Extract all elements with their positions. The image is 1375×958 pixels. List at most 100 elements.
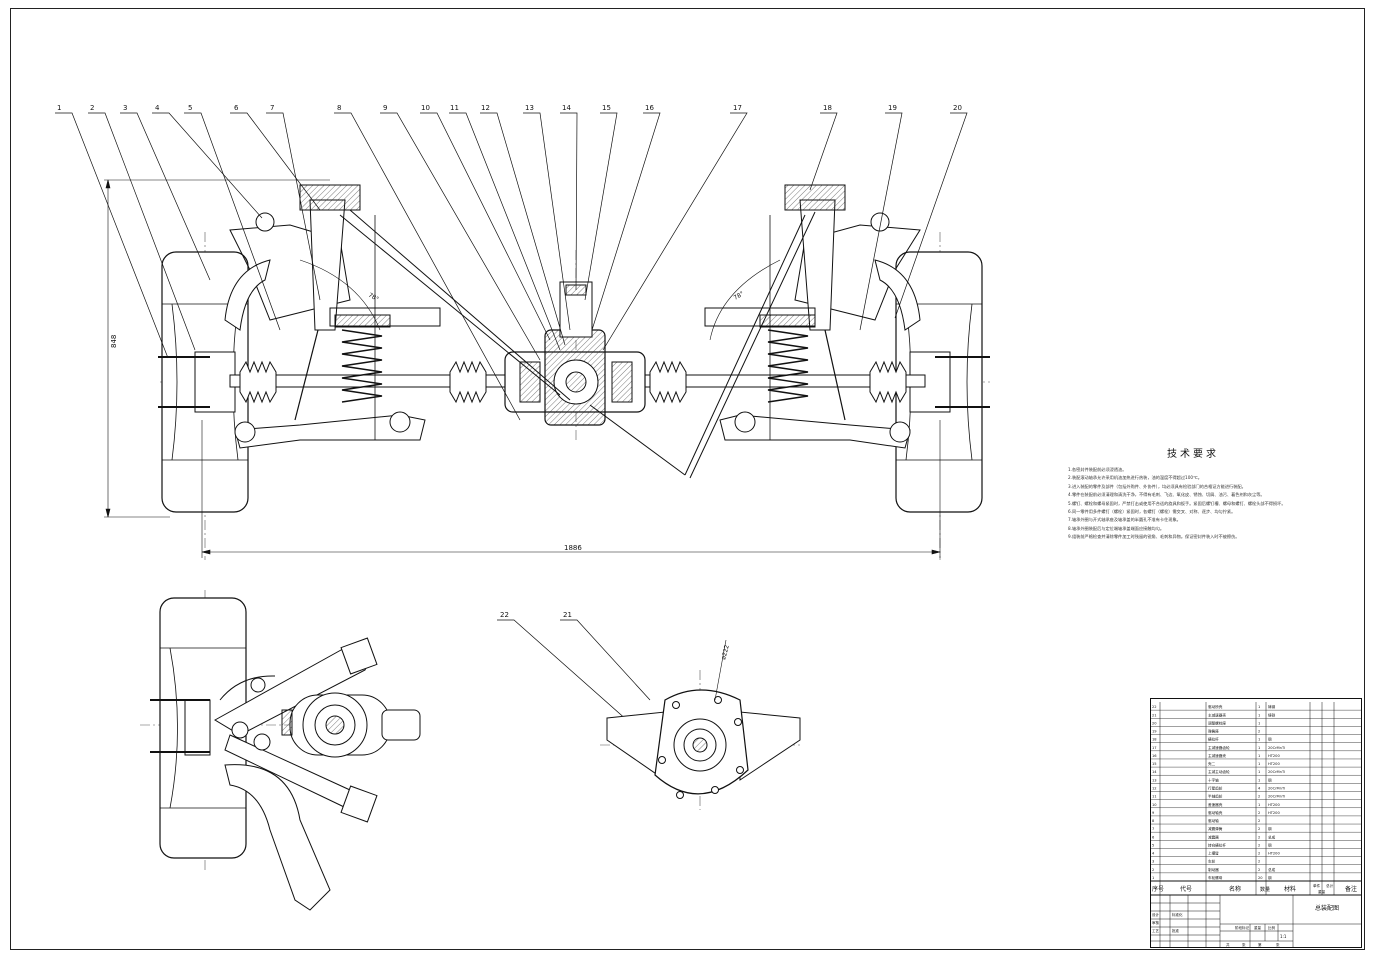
standardization-label: 标准化 bbox=[1172, 912, 1183, 917]
bom-seq: 19 bbox=[1152, 730, 1157, 734]
bom-seq: 16 bbox=[1152, 754, 1157, 758]
bom-material: 钢 bbox=[1268, 842, 1272, 847]
bom-seq: 4 bbox=[1152, 852, 1155, 856]
bom-name: 调整螺栓座 bbox=[1208, 720, 1226, 725]
bom-qty: 2 bbox=[1258, 827, 1260, 831]
bom-seq: 10 bbox=[1152, 803, 1157, 807]
scale-value: 1:1 bbox=[1280, 934, 1287, 939]
stage-mark-label: 阶段标记 bbox=[1235, 925, 1250, 930]
balloon-17: 17 bbox=[733, 104, 742, 112]
bom-qty: 4 bbox=[1258, 787, 1261, 791]
balloon-19: 19 bbox=[888, 104, 897, 112]
bom-name: 差速器壳 bbox=[1208, 802, 1223, 807]
bom-qty: 2 bbox=[1258, 795, 1260, 799]
bom-seq: 2 bbox=[1152, 868, 1154, 872]
bom-name: 行星齿轮 bbox=[1208, 786, 1223, 791]
angle-left: 78° bbox=[367, 292, 380, 303]
process-label: 工艺 bbox=[1152, 928, 1160, 933]
bom-seq: 5 bbox=[1152, 843, 1154, 847]
bom-header-qty: 数量 bbox=[1260, 886, 1270, 893]
bom-qty: 2 bbox=[1258, 860, 1260, 864]
title-block-grid bbox=[1150, 895, 1362, 948]
bom-seq: 17 bbox=[1152, 746, 1157, 750]
bom-material: 铸钢 bbox=[1268, 704, 1276, 709]
bom-qty: 1 bbox=[1258, 705, 1260, 709]
bom-header-seq: 序号 bbox=[1152, 885, 1164, 893]
differential bbox=[504, 281, 646, 426]
bom-name: 主减速器壳 bbox=[1208, 753, 1226, 758]
balloon-10: 10 bbox=[421, 104, 430, 112]
bom-seq: 12 bbox=[1152, 787, 1157, 791]
balloon-2: 2 bbox=[90, 104, 94, 112]
tech-list: 1.各密封件装配前必须浸透油。 2.装配滚动轴承允许采用机油加热进行热装，油的温… bbox=[1068, 466, 1318, 542]
sheet-unit-label-2: 张 bbox=[1276, 942, 1280, 947]
bom-qty: 1 bbox=[1258, 713, 1260, 717]
angle-right: 78° bbox=[733, 290, 746, 301]
bom-seq: 20 bbox=[1152, 721, 1157, 725]
bom-material: HT200 bbox=[1268, 852, 1280, 856]
bom-qty: 2 bbox=[1258, 730, 1260, 734]
bom-name: 壳二 bbox=[1208, 761, 1216, 766]
bom-material: 总成 bbox=[1268, 867, 1276, 872]
bom-header-total: 总计 bbox=[1326, 883, 1334, 888]
bom-seq: 8 bbox=[1152, 819, 1155, 823]
bom-qty: 1 bbox=[1258, 770, 1260, 774]
bom-qty: 1 bbox=[1258, 754, 1260, 758]
bom-name: 驱动桥壳 bbox=[1208, 704, 1223, 709]
bom-header-code: 代号 bbox=[1180, 885, 1192, 893]
bom-material: HT200 bbox=[1268, 762, 1280, 766]
bom-qty: 1 bbox=[1258, 738, 1260, 742]
balloon-15: 15 bbox=[602, 104, 611, 112]
sheet-no-label: 第 bbox=[1258, 942, 1262, 947]
bom-header: 序号 代号 名称 数量 材料 单件 总计 重量 备注 bbox=[1150, 880, 1362, 896]
bom-qty: 2 bbox=[1258, 868, 1260, 872]
tech-item: 4.零件在装配前必须清理和清洗干净，不得有毛刺、飞边、氧化皮、锈蚀、切屑、油污、… bbox=[1068, 492, 1265, 498]
bom-seq: 9 bbox=[1152, 811, 1155, 815]
sheet-total-label: 共 bbox=[1226, 942, 1230, 947]
bom-header-weight: 重量 bbox=[1318, 889, 1326, 894]
bom-material: 钢 bbox=[1268, 737, 1272, 742]
scale-label: 比例 bbox=[1268, 925, 1276, 930]
bom-qty: 2 bbox=[1258, 843, 1260, 847]
bom-material: 20CrMnTi bbox=[1268, 770, 1285, 774]
bom-name: 减震器 bbox=[1208, 834, 1219, 839]
balloon-8: 8 bbox=[337, 104, 341, 112]
balloon-16: 16 bbox=[645, 104, 654, 112]
bom-seq: 14 bbox=[1152, 770, 1157, 774]
bom-qty: 1 bbox=[1258, 721, 1260, 725]
bom-material: 铸铁 bbox=[1268, 712, 1276, 717]
bom-header-name: 名称 bbox=[1229, 885, 1241, 893]
balloon-20: 20 bbox=[953, 104, 962, 112]
bom-material: HT200 bbox=[1268, 803, 1280, 807]
bom-qty: 20 bbox=[1258, 876, 1263, 880]
section-view bbox=[600, 639, 801, 810]
tech-item: 2.装配滚动轴承允许采用机油加热进行热装，油的温度不得超过100℃。 bbox=[1068, 475, 1202, 481]
balloon-1: 1 bbox=[57, 104, 61, 112]
tech-item: 1.各密封件装配前必须浸透油。 bbox=[1068, 467, 1127, 472]
bom-material: HT200 bbox=[1268, 754, 1280, 758]
bom-qty: 2 bbox=[1258, 852, 1260, 856]
bom-name: 车轮 bbox=[1208, 859, 1216, 864]
bom-seq: 21 bbox=[1152, 713, 1157, 717]
drawing-title: 总装配图 bbox=[1315, 904, 1339, 912]
review-label: 审核 bbox=[1152, 920, 1160, 925]
bom-seq: 6 bbox=[1152, 835, 1155, 839]
balloon-3: 3 bbox=[123, 104, 127, 112]
balloon-7: 7 bbox=[270, 104, 274, 112]
balloon-11: 11 bbox=[450, 104, 459, 112]
bom-header-material: 材料 bbox=[1284, 885, 1296, 893]
sheet-unit-label: 张 bbox=[1242, 942, 1246, 947]
bom-name: 主减速器壳 bbox=[1208, 712, 1226, 717]
bom-seq: 15 bbox=[1152, 762, 1157, 766]
balloon-22: 22 bbox=[500, 611, 509, 619]
bom-material: 20CrMnTi bbox=[1268, 795, 1285, 799]
bom-name: 减震弹簧 bbox=[1208, 826, 1223, 831]
bom-name: 主减速器齿轮 bbox=[1208, 745, 1230, 750]
bom-material: HT200 bbox=[1268, 811, 1280, 815]
bom-name: 横拉杆 bbox=[1208, 737, 1219, 742]
balloon-5: 5 bbox=[188, 104, 192, 112]
bom-name: 驱动轴 bbox=[1208, 818, 1219, 823]
